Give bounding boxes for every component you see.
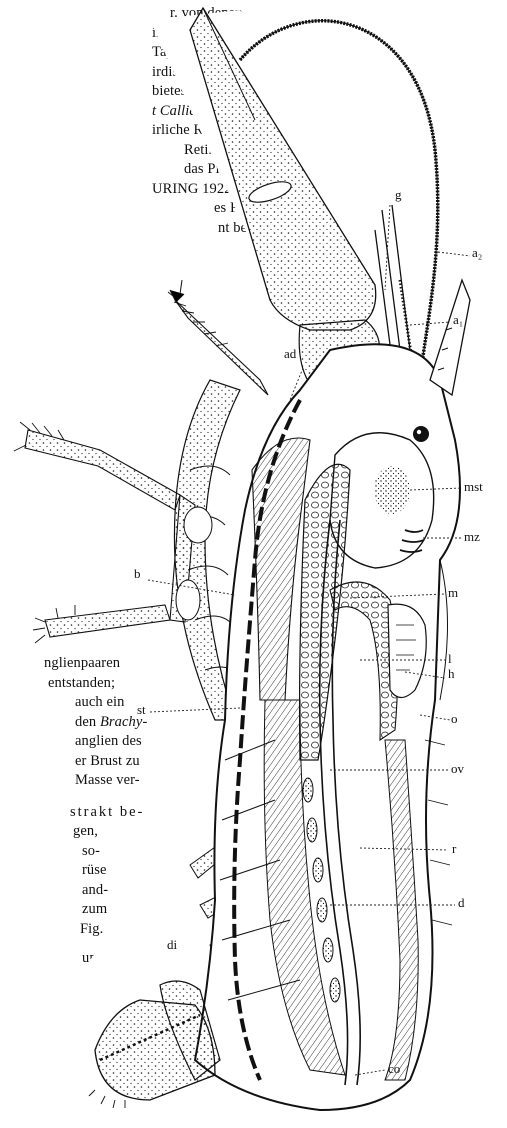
label-h: h <box>448 667 455 681</box>
label-ad: ad <box>284 347 296 361</box>
label-mst: mst <box>464 480 483 494</box>
label-st: st <box>137 703 146 717</box>
label-o: o <box>451 712 458 726</box>
label-m: m <box>448 586 458 600</box>
eye <box>413 426 429 442</box>
label-di: di <box>167 938 177 952</box>
label-l: l <box>448 652 452 666</box>
label-a1: a₁ <box>453 313 463 327</box>
label-ov: ov <box>451 762 464 776</box>
label-r: r <box>452 842 456 856</box>
label-d: d <box>458 896 465 910</box>
label-mz: mz <box>464 530 480 544</box>
label-a2: a₂ <box>472 246 482 260</box>
label-g: g <box>395 188 402 202</box>
label-co: co <box>388 1062 400 1076</box>
label-b: b <box>134 567 141 581</box>
